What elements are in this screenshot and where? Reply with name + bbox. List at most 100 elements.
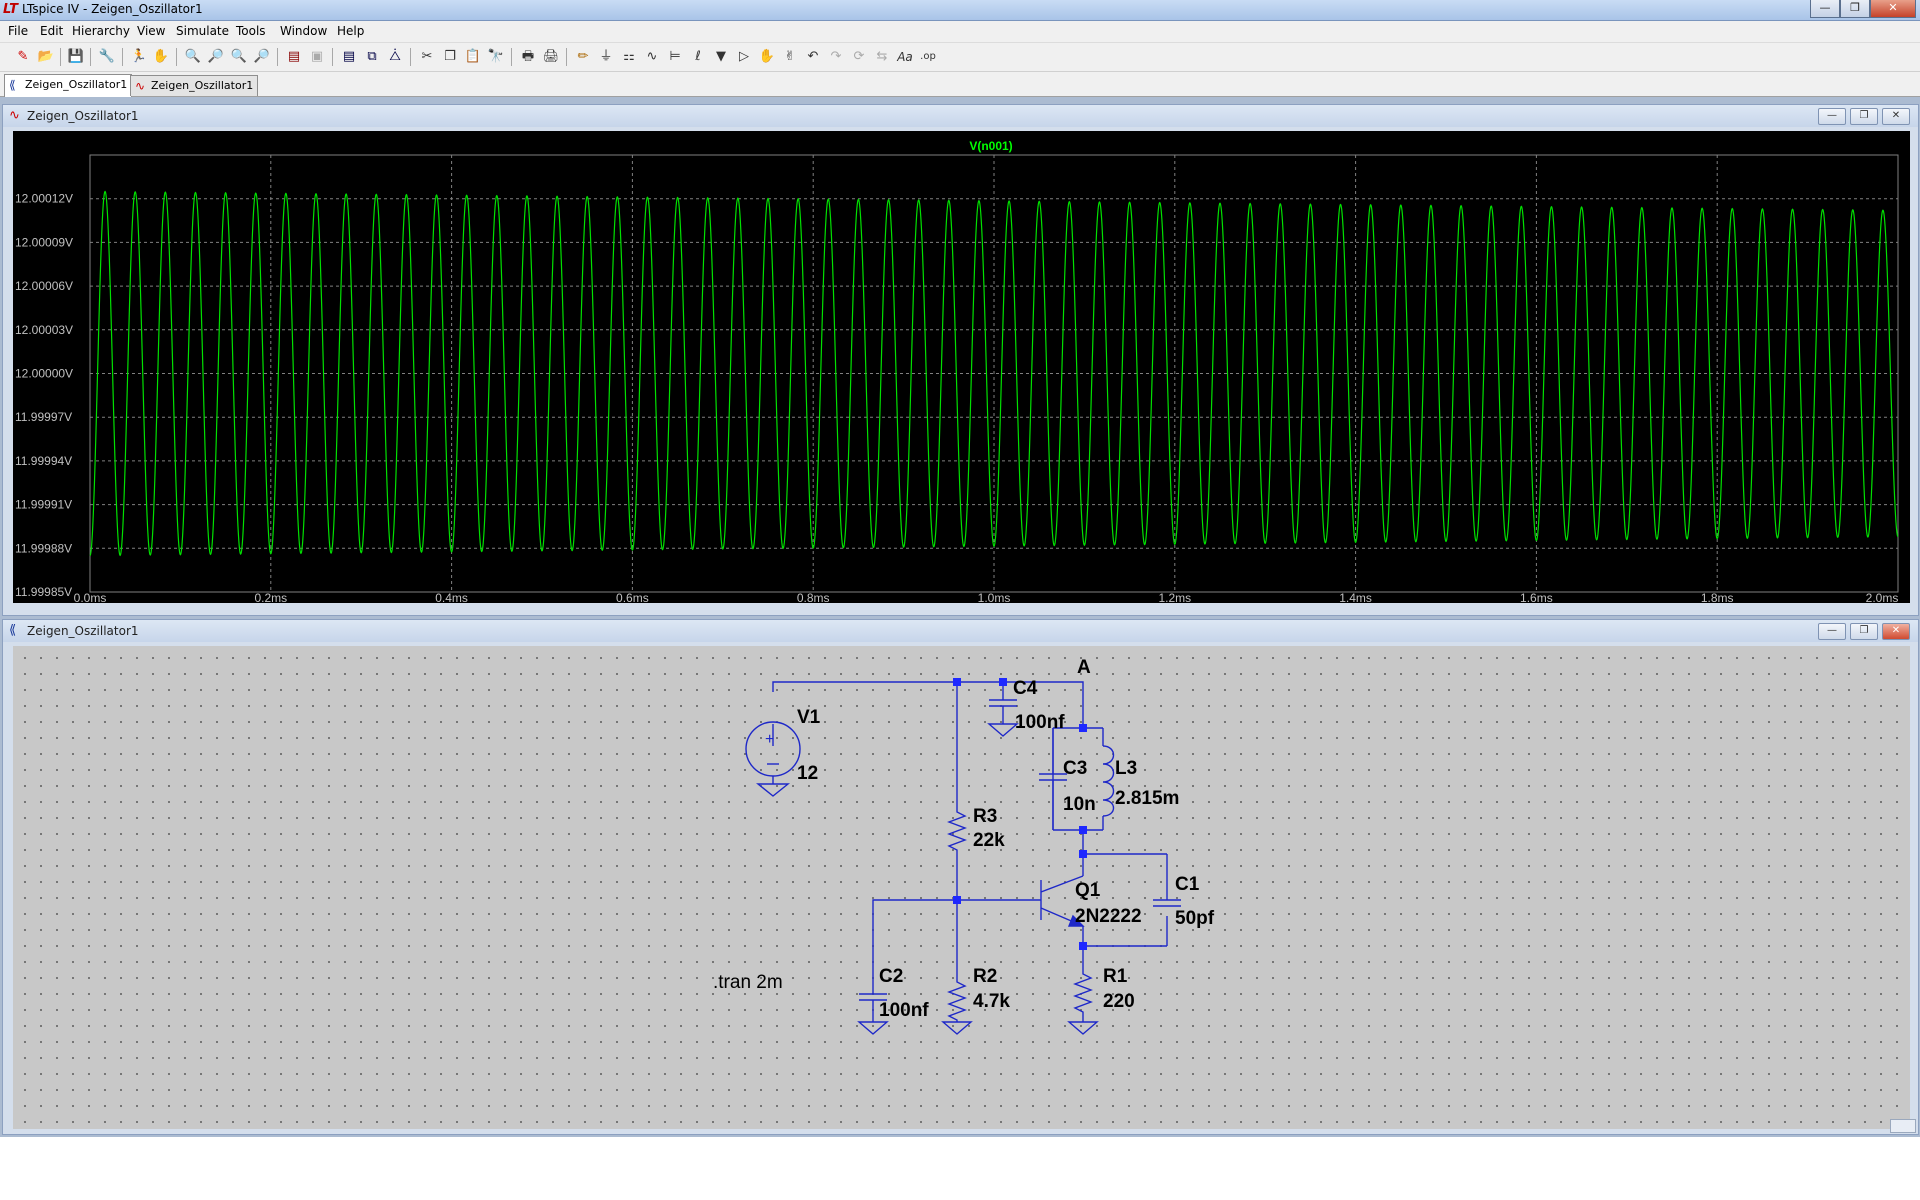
c1-name[interactable]: C1 — [1175, 874, 1200, 895]
wire-icon[interactable]: ✏ — [577, 49, 589, 64]
rotate-icon[interactable]: ⟳ — [853, 49, 865, 64]
inductor-l3 — [1102, 745, 1115, 817]
r1-name[interactable]: R1 — [1103, 966, 1128, 987]
restore-icon[interactable]: ❐ — [1840, 0, 1870, 18]
l3-value[interactable]: 2.815m — [1115, 788, 1179, 809]
trace-label[interactable]: V(n001) — [969, 139, 1012, 153]
minimize-icon[interactable]: — — [1818, 623, 1846, 640]
zoom-full-icon[interactable]: 🔎 — [253, 49, 271, 64]
diode-icon[interactable]: ▼ — [716, 49, 726, 64]
label-net-icon[interactable]: ⚏ — [623, 49, 635, 64]
c2-value[interactable]: 100nf — [879, 1000, 929, 1021]
open-icon[interactable]: 📂 — [37, 49, 55, 64]
r3-name[interactable]: R3 — [973, 806, 997, 827]
v1-name[interactable]: V1 — [797, 707, 821, 728]
print-icon[interactable]: 🖨 — [542, 49, 560, 64]
minimize-icon[interactable]: — — [1810, 0, 1840, 18]
ground-icon[interactable]: ⏚ — [599, 49, 613, 64]
c4-value[interactable]: 100nf — [1015, 712, 1065, 733]
y-tick-label: 11.99988V — [15, 541, 72, 555]
menu-tools[interactable]: Tools — [236, 24, 266, 38]
undo-icon[interactable]: ↶ — [807, 49, 819, 64]
close-icon[interactable]: ✕ — [1870, 0, 1916, 18]
menu-hierarchy[interactable]: Hierarchy — [72, 24, 131, 38]
c2-name[interactable]: C2 — [879, 966, 903, 987]
paste-icon[interactable]: 📋 — [464, 49, 482, 64]
cut-icon[interactable]: ✂ — [421, 49, 433, 64]
menu-simulate[interactable]: Simulate — [176, 24, 230, 38]
mirror-icon[interactable]: ⇆ — [876, 49, 888, 64]
text-icon[interactable]: Aa — [897, 50, 913, 64]
cascade-icon[interactable]: ⧊ — [389, 49, 401, 64]
tab-label: Zeigen_Oszillator1 — [25, 78, 128, 91]
schematic-window-titlebar[interactable]: ⟪ Zeigen_Oszillator1 — ❐ ✕ — [3, 620, 1918, 642]
v1-value[interactable]: 12 — [797, 763, 818, 784]
r3-value[interactable]: 22k — [973, 830, 1005, 851]
find-icon[interactable]: 🔭 — [487, 49, 505, 64]
component-icon[interactable]: ▷ — [739, 49, 749, 64]
resistor-icon[interactable]: ∿ — [646, 49, 658, 64]
capacitor-c3 — [1039, 728, 1067, 830]
control-panel-icon[interactable]: 🔧 — [98, 49, 116, 64]
q1-value[interactable]: 2N2222 — [1075, 906, 1142, 927]
net-label-a[interactable]: A — [1077, 657, 1091, 678]
capacitor-icon[interactable]: ⊨ — [669, 49, 681, 64]
transistor-q1 — [1040, 875, 1085, 927]
schematic-drawing[interactable]: + — [13, 646, 1910, 1129]
c4-name[interactable]: C4 — [1013, 678, 1038, 699]
minimize-icon[interactable]: — — [1818, 108, 1846, 125]
resistor-r2 — [941, 976, 973, 1035]
redo-icon[interactable]: ↷ — [830, 49, 842, 64]
waveform-window-title: Zeigen_Oszillator1 — [27, 109, 139, 123]
spice-directive[interactable]: .tran 2m — [713, 972, 783, 993]
r2-name[interactable]: R2 — [973, 966, 997, 987]
resize-grip-icon[interactable] — [1890, 1119, 1916, 1133]
tab-schematic[interactable]: ⟪ Zeigen_Oszillator1 — [4, 74, 133, 97]
zoom-pan-icon[interactable]: 🔎 — [207, 49, 225, 64]
zoom-out-icon[interactable]: 🔍 — [230, 49, 248, 64]
c3-value[interactable]: 10n — [1063, 794, 1096, 815]
move-icon[interactable]: ✋ — [758, 49, 776, 64]
spice-directive-icon[interactable]: .op — [920, 51, 936, 62]
x-tick-label: 0.2ms — [254, 591, 287, 603]
zoom-in-icon[interactable]: 🔍 — [184, 49, 202, 64]
tab-waveform[interactable]: ∿ Zeigen_Oszillator1 — [130, 75, 259, 96]
autorange-icon[interactable]: ▤ — [287, 49, 301, 64]
delete-icon[interactable]: ▣ — [310, 49, 324, 64]
restore-icon[interactable]: ❐ — [1850, 108, 1878, 125]
schematic-icon: ⟪ — [9, 78, 16, 92]
waveform-window-titlebar[interactable]: ∿ Zeigen_Oszillator1 — ❐ ✕ — [3, 105, 1918, 127]
x-tick-label: 1.2ms — [1158, 591, 1191, 603]
c1-value[interactable]: 50pf — [1175, 908, 1215, 929]
save-icon[interactable]: 💾 — [67, 49, 85, 64]
new-schematic-icon[interactable]: ✎ — [17, 49, 29, 64]
drag-icon[interactable]: ✌ — [784, 49, 796, 64]
l3-name[interactable]: L3 — [1115, 758, 1137, 779]
copy-icon[interactable]: ❐ — [444, 49, 456, 64]
q1-name[interactable]: Q1 — [1075, 880, 1101, 901]
tile-vertical-icon[interactable]: ⧉ — [367, 49, 377, 64]
close-icon[interactable]: ✕ — [1882, 108, 1910, 125]
menu-help[interactable]: Help — [337, 24, 365, 38]
close-icon[interactable]: ✕ — [1882, 623, 1910, 640]
menu-edit[interactable]: Edit — [40, 24, 64, 38]
restore-icon[interactable]: ❐ — [1850, 623, 1878, 640]
x-tick-label: 2.0ms — [1866, 591, 1899, 603]
r1-value[interactable]: 220 — [1103, 991, 1135, 1012]
print-preview-icon[interactable]: 🖶 — [521, 49, 535, 64]
halt-icon[interactable]: ✋ — [152, 49, 170, 64]
menu-window[interactable]: Window — [280, 24, 328, 38]
ltspice-logo-icon: LT — [3, 2, 18, 17]
tile-horizontal-icon[interactable]: ▤ — [342, 49, 356, 64]
menu-view[interactable]: View — [137, 24, 166, 38]
r2-value[interactable]: 4.7k — [973, 991, 1010, 1012]
menu-file[interactable]: File — [8, 24, 29, 38]
waveform-chart[interactable]: 12.00012V12.00009V12.00006V12.00003V12.0… — [13, 131, 1910, 605]
run-icon[interactable]: 🏃 — [130, 49, 148, 64]
inductor-icon[interactable]: ℓ — [695, 49, 701, 64]
tab-label: Zeigen_Oszillator1 — [151, 79, 254, 92]
c3-name[interactable]: C3 — [1063, 758, 1087, 779]
junction-dots — [953, 678, 1087, 950]
schematic-canvas[interactable]: + — [13, 646, 1910, 1129]
